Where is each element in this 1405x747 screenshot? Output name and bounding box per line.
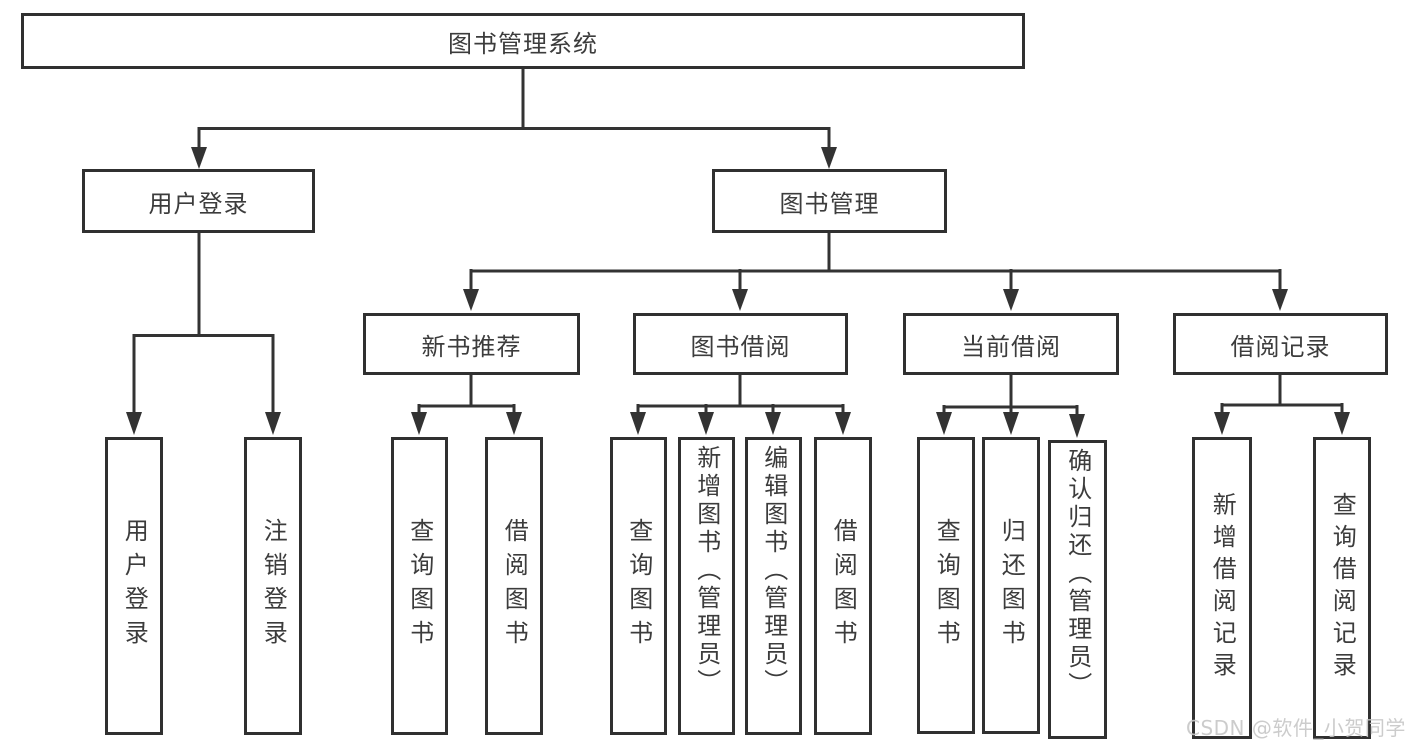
- node-label: 归还图书: [997, 517, 1026, 654]
- connector-root-split: [191, 69, 837, 169]
- leaf-user-login: 用户登录: [105, 437, 163, 735]
- node-label: 当前借阅: [961, 332, 1061, 361]
- connector-user-login-split: [126, 233, 281, 435]
- node-label: 注销登录: [259, 518, 288, 654]
- node-label: 确认归还（管理员）: [1063, 448, 1092, 700]
- connector-book-management-split: [463, 233, 1288, 311]
- node-book-management: 图书管理: [712, 169, 947, 233]
- node-label: 借阅图书: [500, 518, 529, 654]
- node-borrow-records: 借阅记录: [1173, 313, 1388, 375]
- node-label: 编辑图书（管理员）: [759, 445, 788, 697]
- leaf-query-books-recommend: 查询图书: [391, 437, 448, 735]
- node-user-login: 用户登录: [82, 169, 315, 233]
- node-label: 新书推荐: [421, 332, 522, 361]
- connector-book-borrowing-split: [630, 375, 851, 435]
- node-label: 查询图书: [624, 518, 653, 654]
- node-label: 新增图书（管理员）: [692, 445, 721, 697]
- leaf-edit-books-admin: 编辑图书（管理员）: [745, 437, 802, 735]
- node-label: 查询图书: [932, 517, 961, 654]
- leaf-query-borrow-record: 查询借阅记录: [1313, 437, 1371, 739]
- connector-current-borrowing-split: [936, 375, 1085, 438]
- node-label: 借阅图书: [829, 518, 858, 654]
- leaf-query-books-current: 查询图书: [917, 437, 975, 734]
- node-label: 查询图书: [405, 518, 434, 654]
- leaf-add-borrow-record: 新增借阅记录: [1192, 437, 1252, 739]
- leaf-borrow-books-recommend: 借阅图书: [485, 437, 543, 735]
- watermark: CSDN @软件_小贺同学: [1186, 716, 1405, 740]
- leaf-return-books: 归还图书: [982, 437, 1040, 734]
- leaf-query-books-borrowing: 查询图书: [610, 437, 667, 735]
- connector-borrow-records-split: [1214, 375, 1350, 435]
- node-new-book-recommendation: 新书推荐: [363, 313, 580, 375]
- leaf-add-books-admin: 新增图书（管理员）: [678, 437, 735, 735]
- node-label: 新增借阅记录: [1208, 492, 1237, 684]
- node-label: 图书管理系统: [448, 29, 598, 58]
- node-label: 借阅记录: [1230, 332, 1331, 361]
- node-current-borrowing: 当前借阅: [903, 313, 1119, 375]
- node-label: 查询借阅记录: [1328, 492, 1357, 684]
- leaf-confirm-return-admin: 确认归还（管理员）: [1048, 440, 1107, 739]
- node-label: 图书借阅: [690, 332, 791, 361]
- node-label: 用户登录: [148, 189, 249, 218]
- leaf-logout-login: 注销登录: [244, 437, 302, 735]
- node-book-borrowing: 图书借阅: [633, 313, 848, 375]
- leaf-borrow-books-borrowing: 借阅图书: [814, 437, 872, 735]
- node-label: 用户登录: [120, 518, 149, 654]
- node-label: 图书管理: [779, 189, 880, 218]
- connector-new-book-split: [411, 375, 522, 435]
- node-root: 图书管理系统: [21, 13, 1025, 69]
